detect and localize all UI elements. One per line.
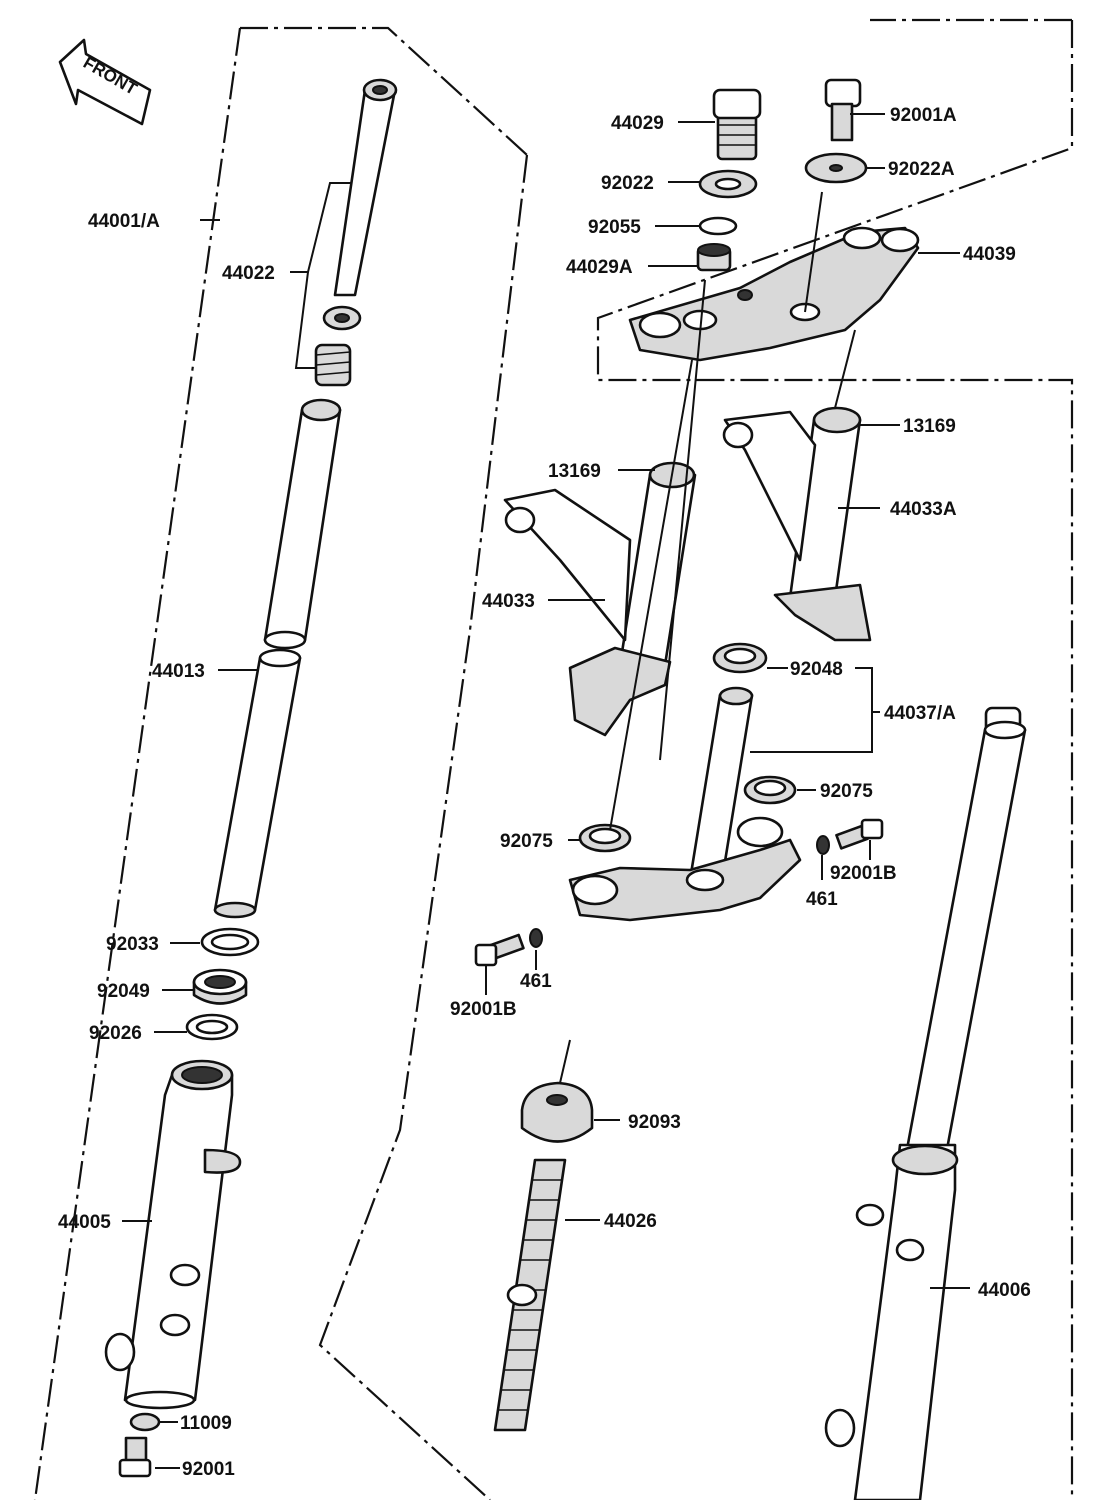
part-labels: 44001/A 44022 44013 92033 92049 92026 44…	[58, 105, 1031, 1480]
left-fork-parts	[104, 78, 398, 1478]
steering-stem	[688, 686, 754, 882]
label-92026: 92026	[89, 1023, 142, 1044]
lower-bearing-right	[743, 775, 797, 805]
clamp-bolt-left	[474, 928, 543, 967]
inner-tube-upper	[263, 398, 342, 650]
label-92048: 92048	[790, 659, 843, 680]
front-arrow-icon: FRONT	[58, 38, 152, 126]
label-11009: 11009	[180, 1413, 232, 1434]
fork-spring	[493, 1158, 567, 1432]
bottom-allen-bolt	[118, 1436, 152, 1478]
label-13169-left: 13169	[548, 461, 601, 482]
stem-o-ring	[698, 216, 738, 236]
label-92075-left: 92075	[500, 831, 553, 852]
upper-bearing	[712, 642, 768, 674]
headlight-bracket-right	[722, 406, 872, 642]
lower-bearing-left	[578, 823, 632, 853]
label-92001B-left: 92001B	[450, 999, 517, 1020]
label-44005: 44005	[58, 1212, 111, 1233]
seal-washer	[185, 1013, 239, 1041]
stem-nut	[712, 88, 762, 161]
label-92049: 92049	[97, 981, 150, 1002]
outer-tube-left	[104, 1059, 242, 1410]
label-92022: 92022	[601, 173, 654, 194]
snap-ring	[200, 927, 260, 957]
inner-tube-lower	[213, 648, 302, 919]
label-461-right: 461	[806, 889, 838, 910]
lower-bracket	[568, 816, 802, 922]
label-44037A: 44037/A	[884, 703, 956, 724]
label-92001-bottom: 92001	[182, 1459, 235, 1480]
outer-tube-right	[824, 720, 1027, 1500]
top-bracket	[628, 226, 920, 362]
drain-gasket	[129, 1412, 161, 1432]
label-92022A: 92022A	[888, 159, 955, 180]
label-44013: 44013	[152, 661, 205, 682]
headlight-bracket-left	[503, 461, 697, 737]
oil-seal	[192, 968, 248, 1005]
label-461-left: 461	[520, 971, 552, 992]
label-44033A: 44033A	[890, 499, 957, 520]
label-92075-right: 92075	[820, 781, 873, 802]
label-92055: 92055	[588, 217, 641, 238]
label-92001A: 92001A	[890, 105, 957, 126]
label-44026: 44026	[604, 1211, 657, 1232]
steering-parts	[474, 78, 920, 1432]
dust-seal	[520, 1081, 594, 1143]
label-44029: 44029	[611, 113, 664, 134]
label-44029A: 44029A	[566, 257, 633, 278]
clamp-bolt-right	[816, 818, 884, 855]
rebound-spring	[314, 343, 352, 387]
label-44022: 44022	[222, 263, 275, 284]
right-fork-parts	[824, 706, 1027, 1500]
label-92001B-right: 92001B	[830, 863, 897, 884]
damper-piston	[322, 305, 362, 331]
stem-washer	[698, 169, 758, 199]
label-92033: 92033	[106, 934, 159, 955]
label-92093: 92093	[628, 1112, 681, 1133]
clamp-bolt-top	[824, 78, 862, 142]
clamp-washer-top	[804, 152, 868, 184]
stem-collar	[696, 243, 732, 272]
assembly-outlines	[33, 18, 1074, 1500]
damper-rod	[333, 78, 398, 297]
label-13169-right: 13169	[903, 416, 956, 437]
leader-lines	[122, 113, 970, 1469]
label-44033: 44033	[482, 591, 535, 612]
label-44001A: 44001/A	[88, 211, 160, 232]
label-44039: 44039	[963, 244, 1016, 265]
label-44006: 44006	[978, 1280, 1031, 1301]
